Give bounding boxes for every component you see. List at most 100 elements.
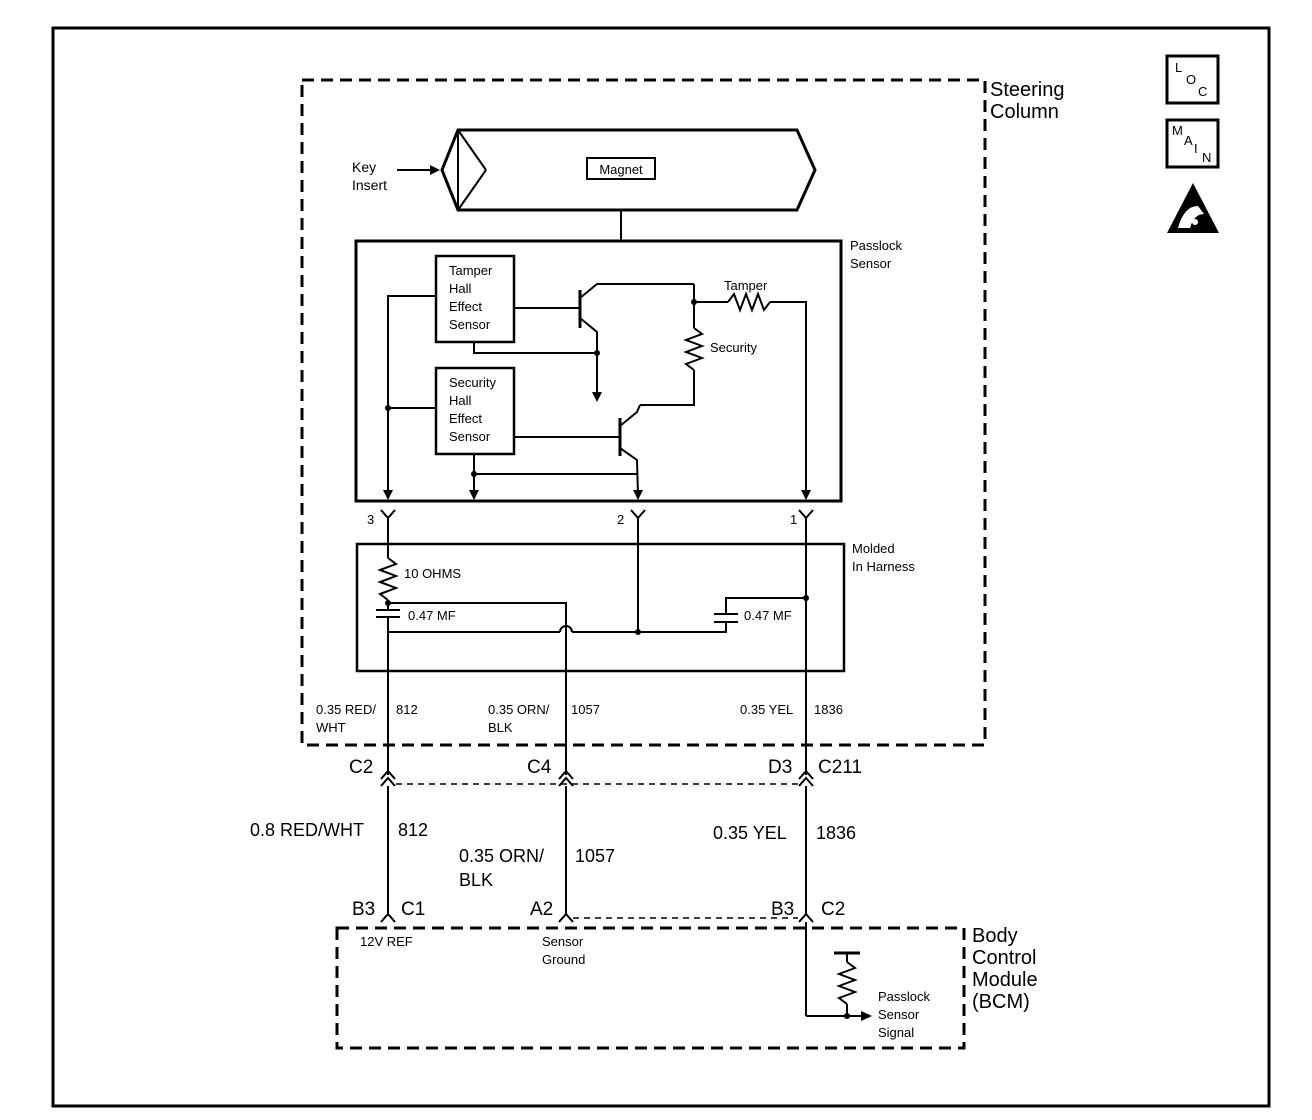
lock-cylinder-face-3 [457,169,487,211]
security-sensor-text-1: Security [449,375,496,390]
junction-dot [844,1013,850,1019]
bcm-pin-ground-label-2: Ground [542,952,585,967]
magnet-label: Magnet [599,162,643,177]
molded-harness-label: Molded [852,541,895,556]
pin-3-connector [380,509,396,520]
pin3-arrowhead [383,490,393,500]
pin1-arrowhead [801,490,811,500]
tamper-transistor-collector [579,283,694,299]
page-frame [51,26,1271,1108]
cap-right-label: 0.47 MF [744,608,792,623]
tamper-resistor [727,291,771,313]
steering-column-label: Steering [990,79,1065,101]
pin-2-connector [630,509,646,520]
main-icon[interactable]: M A I N [1165,118,1220,169]
passlock-sensor-label-2: Sensor [850,256,892,271]
junction-dot [471,471,477,477]
outer-wire-1057-color: 0.35 ORN/ [459,846,544,866]
bcm-label-2: Control [972,947,1036,969]
key-insert-label: Key [352,159,376,175]
tamper-resistor-label: Tamper [724,278,768,293]
security-sensor-text-3: Effect [449,411,482,426]
pin-1-connector [798,509,814,520]
magnet-box [586,157,656,180]
connector-c4-label: C4 [527,757,552,778]
connector-c1-label: C1 [401,899,425,920]
connector-d3-label: D3 [768,757,792,778]
steering-column-label-2: Column [990,101,1059,123]
bcm-label-4: (BCM) [972,991,1030,1013]
security-resistor-bottom [640,370,695,406]
junction-dot [594,350,600,356]
tamper-sensor-text-1: Tamper [449,263,493,278]
outer-wire-1836-circuit: 1836 [816,823,856,843]
resistor-10-ohms-label: 10 OHMS [404,566,461,581]
tamper-emitter-arrow [592,392,602,402]
outer-wire-1836-color: 0.35 YEL [713,823,787,843]
key-insert-arrowhead [430,165,440,175]
connector-c211-label: C211 [818,757,862,778]
tamper-sensor-text-4: Sensor [449,317,491,332]
tamper-sensor-out [473,342,597,354]
passlock-sensor-box [354,239,843,503]
steering-column-box [300,78,987,747]
key-insert-label-2: Insert [352,177,387,193]
connector-a2-label: A2 [530,899,553,920]
security-resistor-label: Security [710,340,757,355]
lock-cylinder-face-2 [457,129,487,171]
tamper-resistor-out [770,301,807,495]
pin-3-label: 3 [367,512,374,527]
svg-text:I: I [1194,141,1198,156]
resistor-10-ohms [377,557,399,601]
cap-left-label: 0.47 MF [408,608,456,623]
bcm-label: Body [972,925,1018,947]
loc-icon[interactable]: L O C [1165,54,1220,105]
outer-wire-812-color: 0.8 RED/WHT [250,820,364,840]
svg-text:A: A [1184,133,1193,148]
bcm-label-3: Module [972,969,1038,991]
connector-c211-pin-c2-b [380,769,396,780]
pin-1-label: 1 [790,512,797,527]
security-sensor-text-4: Sensor [449,429,491,444]
connector-c211-pin-d3 [798,776,814,787]
cap-right-lead [725,597,806,614]
security-sensor-text-2: Hall [449,393,472,408]
pull-up-resistor [836,961,858,1005]
connector-c211-pin-c4 [558,776,574,787]
connector-c2-pin [798,912,814,923]
outer-wire-1057-color-2: BLK [459,870,493,890]
bcm-pin-ground-label: Sensor [542,934,584,949]
cap-left-lead [388,602,567,624]
pin3-supply-wire [387,295,436,495]
connector-c2-label: C2 [821,899,845,920]
tamper-transistor-emitter [579,317,598,395]
junction-dot [385,600,391,606]
inner-wire-1057-color-2: BLK [488,720,513,735]
inner-wire-1057-color: 0.35 ORN/ [488,702,550,717]
connector-c211-pin-d3-b [798,769,814,780]
outer-wire-812-circuit: 812 [398,820,428,840]
connector-b3-right-label: B3 [771,899,794,920]
inner-wire-1836-color: 0.35 YEL [740,702,793,717]
molded-harness-label-2: In Harness [852,559,915,574]
inner-wire-812-circuit: 812 [396,702,418,717]
inner-wire-1836-circuit: 1836 [814,702,843,717]
pin2-arrowhead [633,490,643,500]
molded-harness-box [355,542,846,673]
connector-c1-pin [380,912,396,923]
bcm-signal-label-3: Signal [878,1025,914,1040]
pin-2-label: 2 [617,512,624,527]
connector-a2-pin [558,912,574,923]
bcm-signal-label-2: Sensor [878,1007,920,1022]
tamper-resistor-lead [693,284,728,303]
outer-wire-1057-circuit: 1057 [575,846,615,866]
svg-text:O: O [1186,72,1196,87]
inner-wire-812-color: 0.35 RED/ [316,702,376,717]
connector-c211-pin-c4-b [558,769,574,780]
junction-dot [385,405,391,411]
inner-wire-1057-circuit: 1057 [571,702,600,717]
bcm-signal-arrowhead [861,1011,872,1021]
svg-text:N: N [1202,150,1211,165]
inner-wire-812-color-2: WHT [316,720,346,735]
